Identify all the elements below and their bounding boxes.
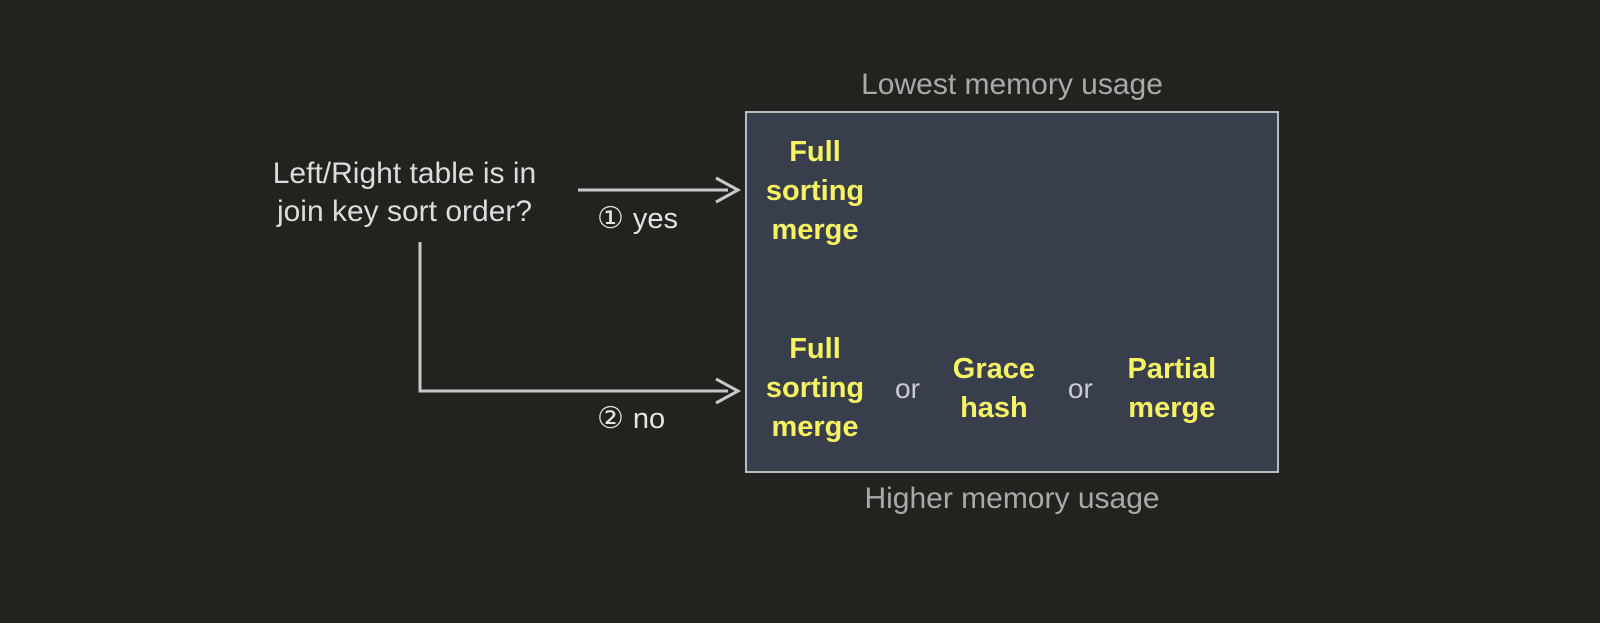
branch-text-2: no (632, 403, 666, 435)
caption-lowest-memory-usage: Lowest memory usage (861, 68, 1163, 101)
arrow-no-branch (418, 242, 742, 405)
strategy-row-high-memory: Full sorting merge or Grace hash or Part… (755, 330, 1231, 447)
conjunction-or: or (895, 372, 920, 404)
branch-label-yes: ① yes (597, 203, 678, 235)
branch-number-1: ① (597, 202, 624, 235)
conjunction-or: or (1067, 372, 1093, 404)
branch-label-no: ② no (597, 403, 665, 435)
strategy-option: Grace hash (952, 352, 1036, 424)
strategy-row-low-memory: Full sorting merge (755, 133, 875, 250)
strategy-option: Full sorting merge (765, 136, 865, 246)
strategy-option: Partial merge (1127, 352, 1217, 424)
branch-text-1: yes (632, 203, 679, 235)
branch-number-2: ② (597, 402, 624, 435)
join-strategy-panel: Full sorting merge Full sorting merge or… (745, 111, 1279, 473)
caption-higher-memory-usage: Higher memory usage (864, 482, 1160, 515)
arrow-yes-branch (578, 176, 742, 204)
decision-question-text: Left/Right table is in join key sort ord… (272, 157, 537, 228)
strategy-option: Full sorting merge (765, 333, 865, 443)
